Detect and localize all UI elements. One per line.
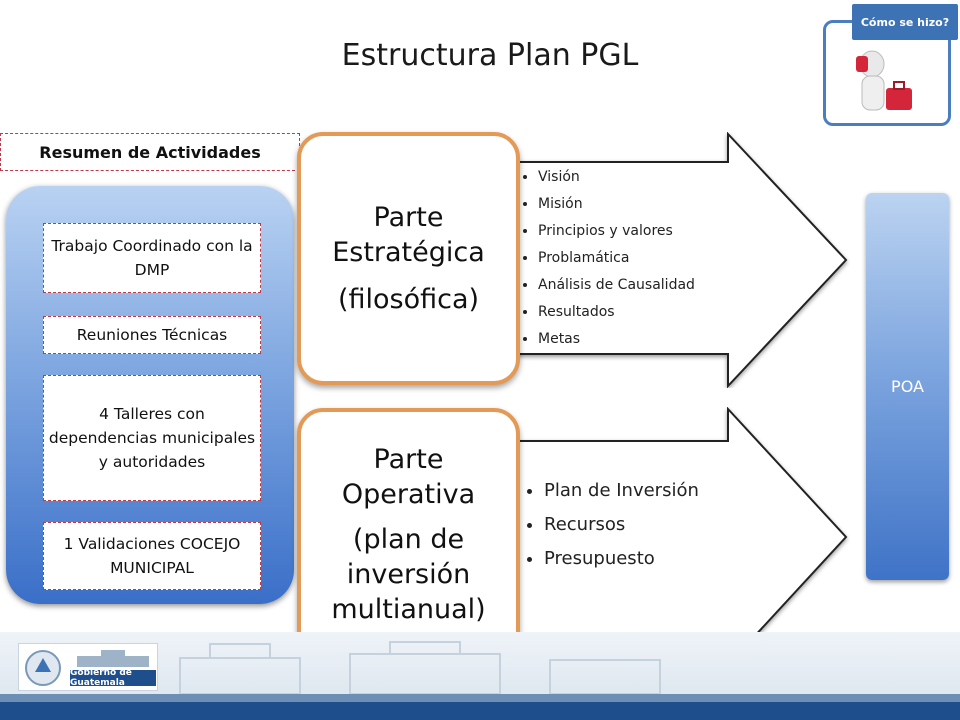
strategic-line1: Parte xyxy=(373,201,444,233)
palace-icon xyxy=(77,650,149,667)
how-it-was-done-button[interactable]: Cómo se hizo? xyxy=(852,4,958,40)
activity-item: Reuniones Técnicas xyxy=(43,316,261,354)
operative-line1: Parte xyxy=(373,443,444,475)
footer-stripe xyxy=(0,694,960,702)
logo-text: Gobierno de Guatemala xyxy=(70,668,156,688)
list-item: Problamática xyxy=(538,245,695,272)
operative-line3: (plan de inversión multianual) xyxy=(331,523,486,626)
list-item: Principios y valores xyxy=(538,218,695,245)
operative-list: Plan de Inversión Recursos Presupuesto xyxy=(524,474,699,576)
activity-item: Trabajo Coordinado con la DMP xyxy=(43,223,261,293)
list-item: Resultados xyxy=(538,299,695,326)
page-title: Estructura Plan PGL xyxy=(341,38,639,73)
strategic-line3: (filosófica) xyxy=(337,284,480,316)
coat-of-arms-icon xyxy=(25,650,61,686)
list-item: Presupuesto xyxy=(544,542,699,576)
list-item: Misión xyxy=(538,191,695,218)
activity-item: 1 Validaciones COCEJO MUNICIPAL xyxy=(43,522,261,590)
palace-watermark-icon xyxy=(179,641,661,695)
strategic-list: Visión Misión Principios y valores Probl… xyxy=(518,164,695,353)
activity-item: 4 Talleres con dependencias municipales … xyxy=(43,375,261,501)
footer-bar xyxy=(0,702,960,720)
strategic-part-box: Parte Estratégica (filosófica) xyxy=(297,132,520,385)
strategic-line2: Estratégica xyxy=(332,236,485,268)
operative-line2: Operativa xyxy=(341,478,476,510)
poa-panel: POA xyxy=(866,193,949,580)
list-item: Metas xyxy=(538,326,695,353)
operative-part-box: Parte Operativa (plan de inversión multi… xyxy=(297,408,520,661)
list-item: Recursos xyxy=(544,508,699,542)
activities-summary-heading: Resumen de Actividades xyxy=(0,133,300,171)
list-item: Visión xyxy=(538,164,695,191)
worker-figure-icon xyxy=(856,50,912,111)
list-item: Análisis de Causalidad xyxy=(538,272,695,299)
list-item: Plan de Inversión xyxy=(544,474,699,508)
